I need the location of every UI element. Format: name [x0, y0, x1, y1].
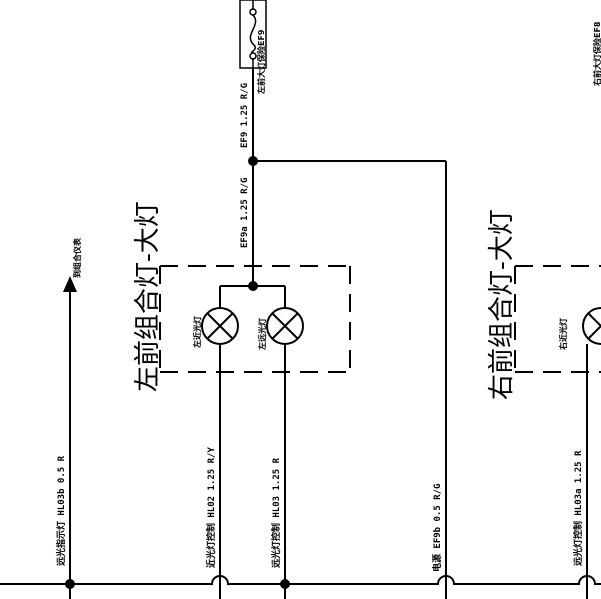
right-headlamp-group-box	[514, 265, 601, 373]
left-low-beam-lamp-icon	[201, 307, 239, 345]
left-group-title: 左前组合灯-大灯	[133, 201, 163, 392]
wire-hl03-label: 远光灯控制 HL03 1.25 R	[270, 457, 282, 568]
arrow-up-icon	[63, 276, 77, 292]
wire-hl03b-label: 远光指示灯 HL03b 0.5 R	[55, 455, 67, 566]
right-low-beam-lamp-icon	[582, 307, 601, 345]
left-low-beam-label: 左近光灯	[192, 316, 202, 349]
wire-ef9b-label: 电源 EF9b 0.5 R/G	[431, 484, 443, 572]
left-high-beam-label: 左远光灯	[257, 318, 267, 351]
left-high-beam-lamp-icon	[266, 307, 304, 345]
left-headlamp-group-box	[159, 265, 351, 373]
to-cluster-label: 到组合仪表	[72, 237, 82, 278]
right-low-beam-label: 右近光灯	[558, 318, 568, 351]
junction-bus-left	[65, 579, 75, 589]
bottom-bus	[0, 575, 601, 585]
wire-ef9-label: EF9 1.25 R/G	[240, 83, 250, 148]
right-fuse-label: 右前大灯保险EF8	[592, 21, 601, 87]
right-group-title: 右前组合灯-大灯	[487, 209, 517, 400]
wire-hl03a-label: 远光灯控制 HL03a 1.25 R	[572, 450, 584, 566]
wire-ef9a-label: EF9a 1.25 R/G	[240, 178, 250, 248]
wire-hl02-label: 近光灯控制 HL02 1.25 R/Y	[205, 447, 217, 568]
left-fuse-label: 左前大灯保险EF9	[256, 29, 266, 95]
junction-bus-hl03	[280, 579, 290, 589]
